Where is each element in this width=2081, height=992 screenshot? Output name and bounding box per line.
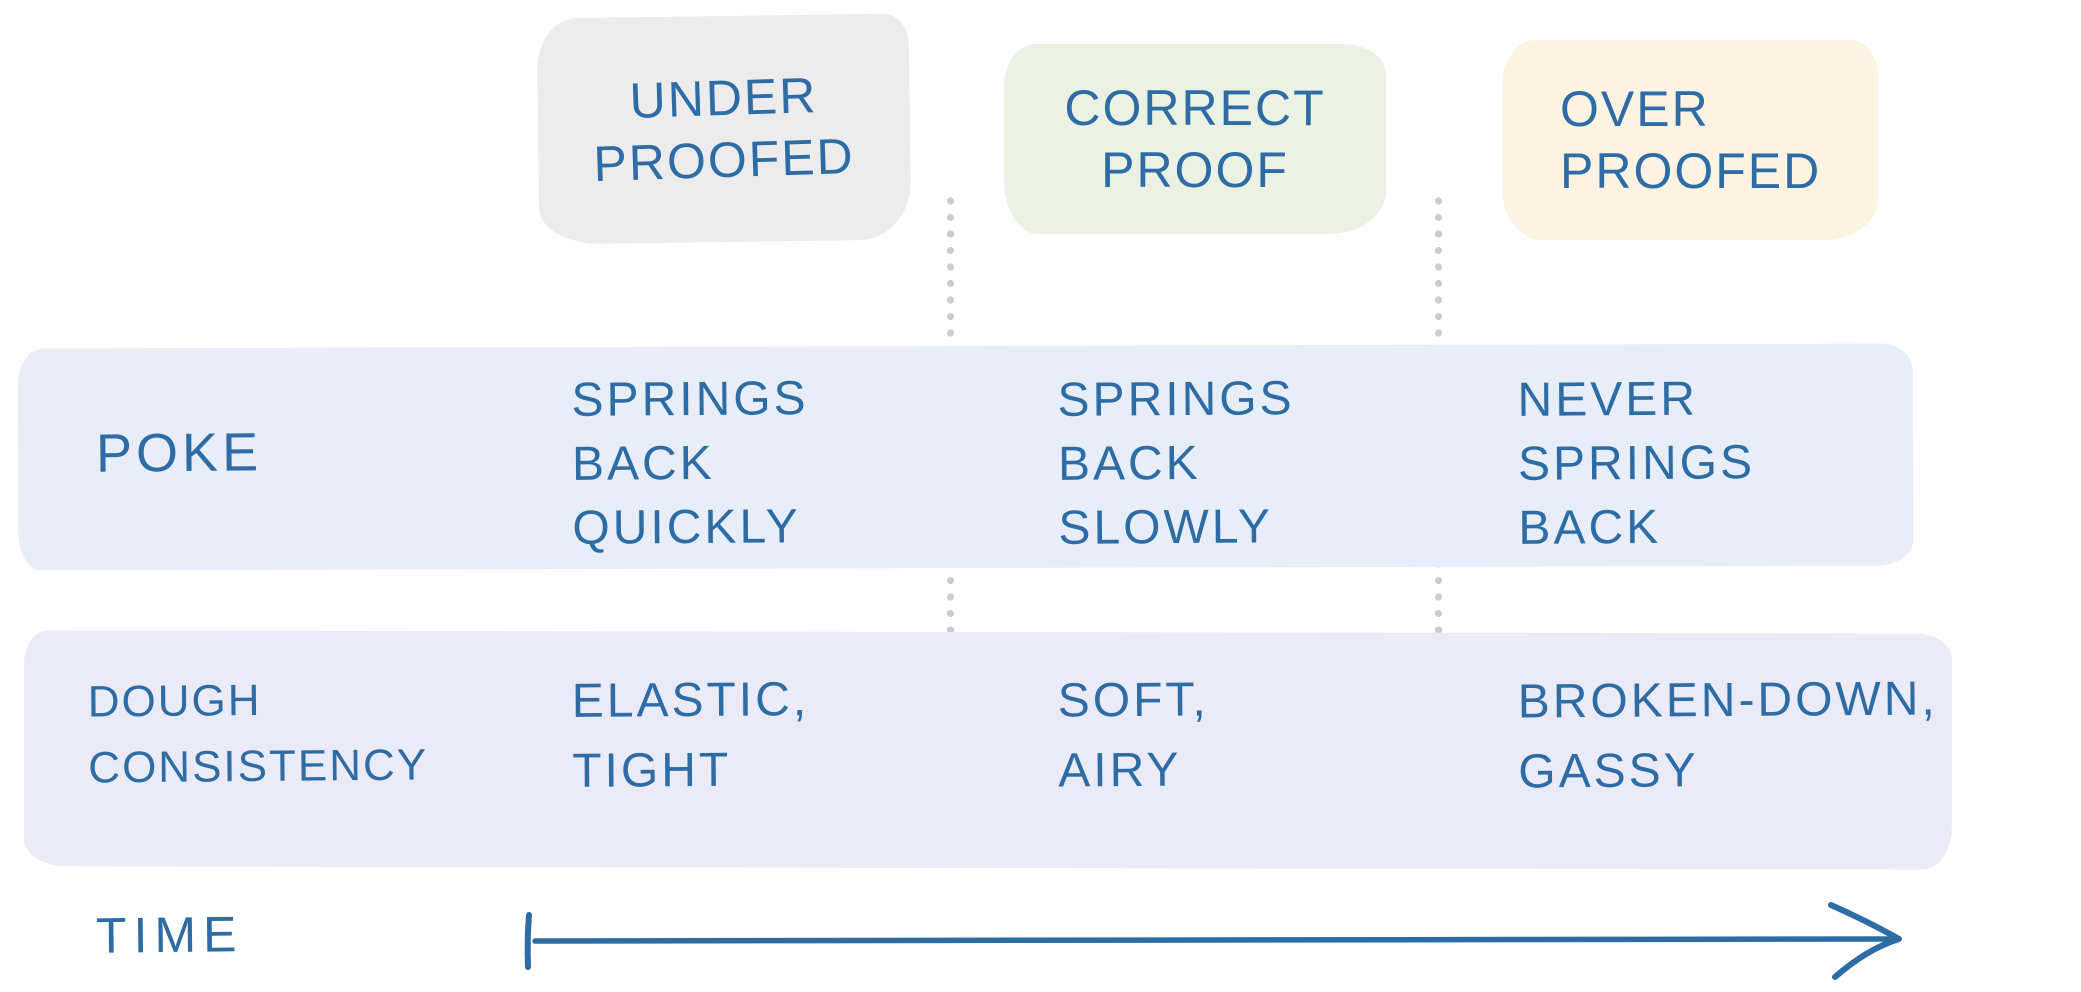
header-correct-line1: CORRECT [1064, 80, 1326, 136]
cell-line: BACK [571, 436, 715, 491]
header-over-line1: OVER [1560, 81, 1710, 137]
row-label-dough-consistency: DOUGH CONSISTENCY [87, 667, 429, 802]
cell-poke-over: NEVER SPRINGS BACK [1517, 367, 1755, 561]
cell-line: SPRINGS [1057, 372, 1295, 427]
row-label-line: CONSISTENCY [88, 740, 429, 793]
cell-dough-under: ELASTIC, TIGHT [572, 665, 810, 807]
time-axis-arrow [524, 902, 1902, 980]
cell-dough-over: BROKEN-DOWN, GASSY [1518, 665, 1939, 808]
cell-line: BACK [1057, 436, 1201, 491]
cell-line: AIRY [1058, 743, 1182, 798]
cell-line: SPRINGS [571, 372, 809, 427]
cell-line: QUICKLY [572, 500, 801, 555]
header-correct-proof: CORRECT PROOF [1004, 44, 1386, 234]
cell-line: ELASTIC, [571, 673, 810, 728]
cell-line: SPRINGS [1517, 436, 1756, 491]
cell-poke-correct: SPRINGS BACK SLOWLY [1057, 367, 1295, 561]
cell-line: BROKEN-DOWN, [1517, 672, 1938, 729]
cell-line: BACK [1518, 500, 1662, 555]
cell-line: TIGHT [572, 743, 732, 798]
header-over-line2: PROOFED [1560, 143, 1822, 199]
header-under-line2: PROOFED [592, 127, 856, 193]
cell-line: SOFT, [1057, 673, 1209, 728]
cell-dough-correct: SOFT, AIRY [1058, 665, 1210, 806]
row-label-line: DOUGH [87, 675, 262, 727]
header-over-proofed: OVER PROOFED [1502, 40, 1878, 240]
header-correct-line2: PROOF [1101, 142, 1289, 198]
cell-line: NEVER [1517, 372, 1699, 427]
header-under-proofed: UNDER PROOFED [536, 13, 912, 245]
time-axis-label: TIME [95, 906, 244, 964]
cell-line: SLOWLY [1058, 500, 1274, 555]
header-under-line1: UNDER [628, 67, 819, 129]
row-label-poke: POKE [95, 422, 263, 484]
cell-poke-under: SPRINGS BACK QUICKLY [571, 367, 809, 561]
cell-line: GASSY [1518, 744, 1699, 799]
